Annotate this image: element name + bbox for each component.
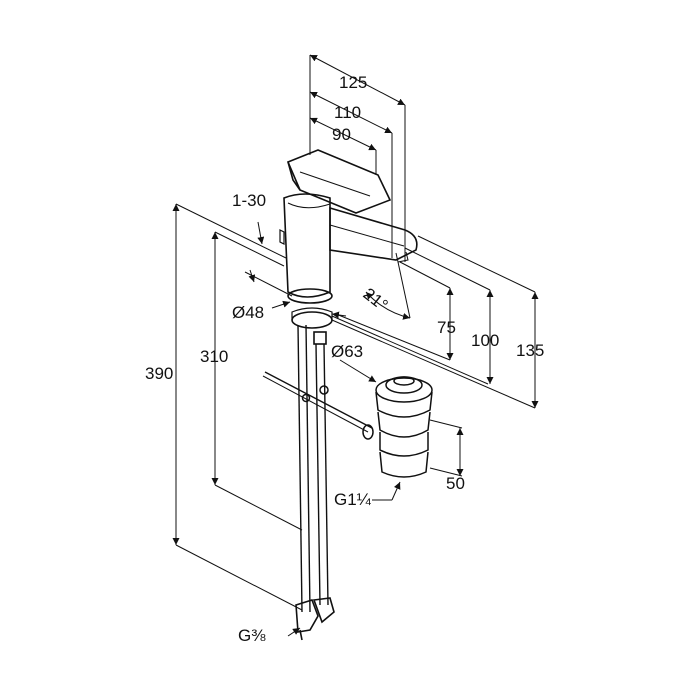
dim-angle-21: 21°: [360, 284, 392, 315]
dim-1-30: 1-30: [232, 191, 266, 210]
thread-g3-8: G⅜: [238, 626, 266, 645]
dim-100: 100: [471, 331, 499, 350]
dim-125: 125: [339, 73, 367, 92]
dim-75: 75: [437, 318, 456, 337]
dim-135: 135: [516, 341, 544, 360]
dim-diameter-48: Ø48: [232, 303, 264, 322]
thread-g1-quarter: G1¼: [334, 490, 372, 509]
dim-310: 310: [200, 347, 228, 366]
dim-diameter-63: Ø63: [331, 342, 363, 361]
dim-110: 110: [334, 103, 361, 122]
faucet-body: [279, 149, 418, 641]
dimension-lines: [172, 54, 539, 637]
dim-50: 50: [446, 474, 465, 493]
dim-390: 390: [145, 364, 173, 383]
pop-up-waste: [262, 371, 433, 478]
dim-90: 90: [332, 125, 351, 144]
